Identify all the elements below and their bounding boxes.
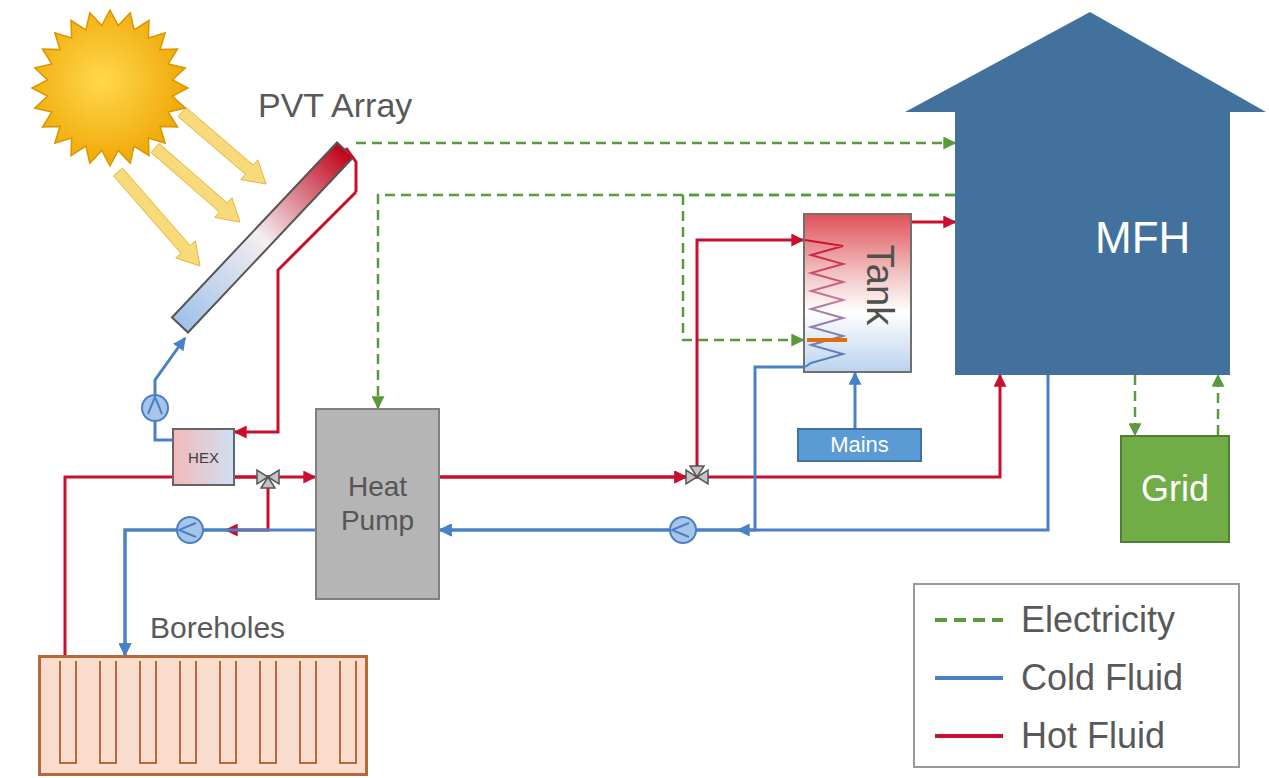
sun	[32, 10, 188, 166]
pvt-panel	[168, 140, 356, 338]
legend-label: Electricity	[1021, 599, 1175, 641]
legend-sample	[933, 711, 1005, 761]
storage-tank: Tank	[803, 213, 912, 373]
house-roof	[905, 12, 1266, 112]
borehole-tube	[300, 661, 316, 763]
pipe-line	[235, 192, 356, 432]
pipe-connector	[235, 192, 356, 432]
three-way-valve	[690, 466, 704, 477]
pump-symbol	[670, 517, 696, 543]
component-label: Boreholes	[150, 611, 285, 645]
pipe-connector	[1218, 375, 1219, 435]
legend-sample	[935, 734, 1003, 738]
pump-symbol	[672, 523, 689, 537]
pipe-connector	[125, 530, 315, 655]
borehole-tube	[60, 661, 76, 763]
legend-label: Hot Fluid	[1021, 715, 1165, 757]
pipe-line	[440, 367, 803, 530]
pipe-connector	[155, 338, 185, 440]
pump-symbol	[142, 395, 168, 421]
legend-row: Hot Fluid	[915, 711, 1238, 761]
pvt-panel	[172, 143, 353, 333]
legend-row: Cold Fluid	[915, 653, 1238, 703]
electric-line	[356, 142, 955, 145]
borehole-field: Boreholes	[38, 655, 368, 776]
pipe-line	[854, 373, 857, 428]
pipe-connector	[440, 375, 1048, 530]
legend-sample	[935, 676, 1003, 680]
legend-box: ElectricityCold FluidHot Fluid	[913, 583, 1240, 768]
pipe-connector	[1135, 375, 1136, 435]
pipe-line	[440, 476, 686, 479]
pipe-connector	[356, 143, 955, 144]
pipe-connector	[912, 222, 955, 223]
sun	[32, 10, 188, 166]
three-way-valve	[261, 477, 275, 488]
component-label: HEX	[188, 449, 219, 466]
electric-heater	[807, 338, 847, 342]
borehole-tube	[340, 661, 356, 763]
mains-box: Mains	[797, 428, 922, 462]
house-roof	[905, 12, 1266, 112]
legend-sample	[933, 595, 1005, 645]
electric-line	[1134, 375, 1137, 435]
legend-sample	[933, 653, 1005, 703]
component-label: MFH	[1095, 213, 1190, 263]
grid-box: Grid	[1120, 435, 1230, 543]
pipe-connector	[440, 375, 1000, 477]
pipe-line	[738, 375, 1048, 530]
pump-symbol	[179, 523, 196, 537]
component-label: Grid	[1141, 468, 1209, 510]
legend-label: Cold Fluid	[1021, 657, 1183, 699]
pipe-line	[440, 476, 686, 479]
pipe-line	[125, 530, 315, 655]
component-label: Tank	[858, 245, 901, 325]
borehole-tube	[140, 661, 156, 763]
borehole-field	[40, 657, 367, 775]
heat-exchanger-box: HEX	[172, 428, 235, 486]
pipe-line	[686, 240, 803, 477]
house-shape: MFH	[955, 110, 1230, 375]
borehole-tube	[180, 661, 196, 763]
legend-row: Electricity	[915, 595, 1238, 645]
pipe-line	[686, 375, 1000, 477]
electric-line	[1217, 375, 1220, 435]
tank-coil	[805, 240, 843, 367]
pipe-line	[155, 338, 185, 440]
pipe-connector	[378, 195, 955, 408]
pipe-connector	[440, 367, 803, 530]
electric-line	[378, 195, 955, 408]
sun-ray	[114, 168, 201, 266]
sun-ray	[151, 144, 240, 223]
pipe-line	[912, 221, 955, 224]
pvt-outlet-pipe	[346, 148, 356, 192]
borehole-tube	[260, 661, 276, 763]
borehole-tube	[100, 661, 116, 763]
borehole-tube	[220, 661, 236, 763]
component-label: Mains	[830, 432, 889, 458]
pipe-connector	[440, 240, 803, 477]
pump-symbol	[148, 397, 162, 414]
borehole-field	[38, 655, 368, 776]
component-label: Heat Pump	[317, 470, 438, 537]
pump-symbol	[177, 517, 203, 543]
heat-pump-box: Heat Pump	[315, 408, 440, 600]
pvt-array: PVT Array	[168, 140, 356, 338]
legend-sample	[935, 618, 1003, 622]
pipe-connector	[855, 373, 856, 428]
component-label: PVT Array	[258, 86, 412, 125]
